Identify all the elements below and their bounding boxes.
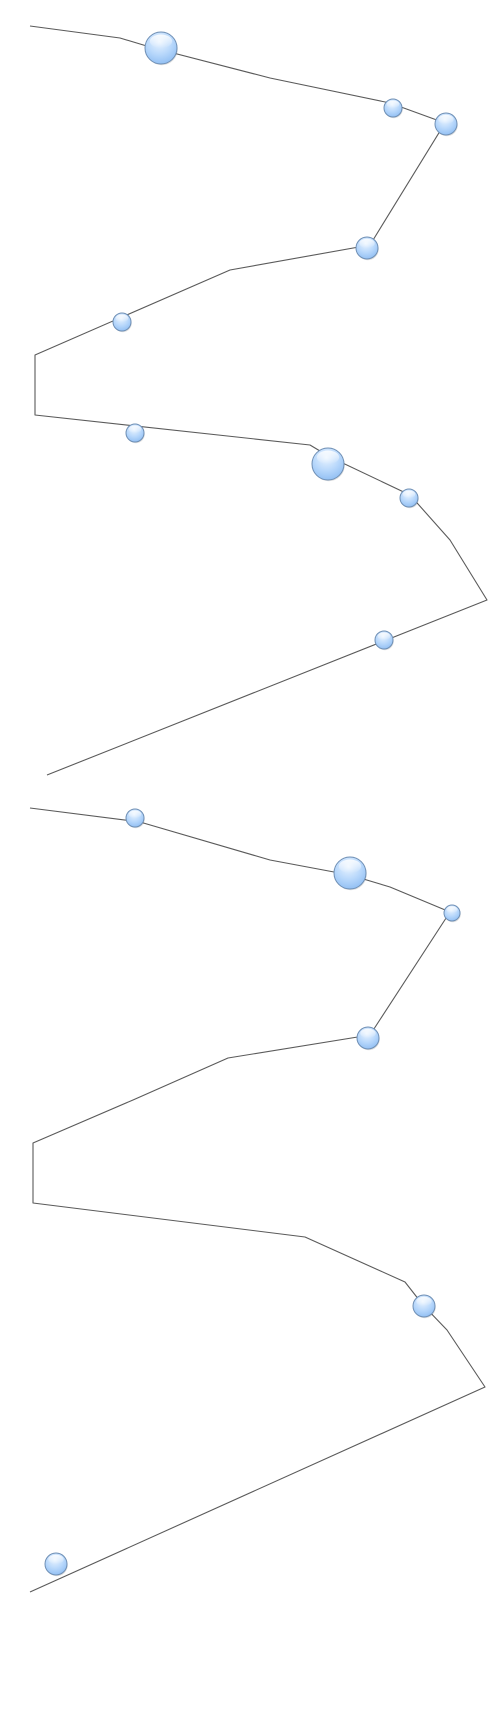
upper-path-node[interactable] xyxy=(311,447,345,482)
upper-path-node[interactable] xyxy=(125,423,145,444)
upper-path-node[interactable] xyxy=(144,31,178,66)
lower-path-node[interactable] xyxy=(356,1026,380,1051)
node-highlight xyxy=(360,1028,376,1038)
lower-path-node[interactable] xyxy=(333,856,367,891)
upper-path-node[interactable] xyxy=(355,236,379,261)
node-highlight xyxy=(316,450,340,464)
node-highlight xyxy=(338,859,362,874)
upper-path-node[interactable] xyxy=(434,112,458,137)
upper-path-node[interactable] xyxy=(374,630,394,651)
node-highlight xyxy=(438,114,454,124)
node-highlight xyxy=(115,314,129,322)
node-highlight xyxy=(446,906,458,913)
node-layer xyxy=(44,31,461,1577)
node-highlight xyxy=(48,1554,64,1564)
lower-path-node[interactable] xyxy=(443,904,461,923)
upper-path-node[interactable] xyxy=(399,488,419,509)
lower-path-node[interactable] xyxy=(44,1552,68,1577)
node-highlight xyxy=(402,490,416,498)
node-highlight xyxy=(128,810,142,818)
node-highlight xyxy=(416,1296,432,1306)
lower-path-node[interactable] xyxy=(125,808,145,829)
upper-path-node[interactable] xyxy=(383,98,403,119)
node-highlight xyxy=(149,34,173,48)
upper-path-line xyxy=(29,25,488,776)
node-highlight xyxy=(386,100,400,108)
path-layer xyxy=(29,25,488,1593)
node-highlight xyxy=(128,425,142,433)
node-highlight xyxy=(359,238,375,249)
upper-path-node[interactable] xyxy=(112,312,132,333)
lower-path-node[interactable] xyxy=(412,1294,436,1319)
node-highlight xyxy=(377,632,391,640)
lower-path-line xyxy=(29,807,486,1593)
